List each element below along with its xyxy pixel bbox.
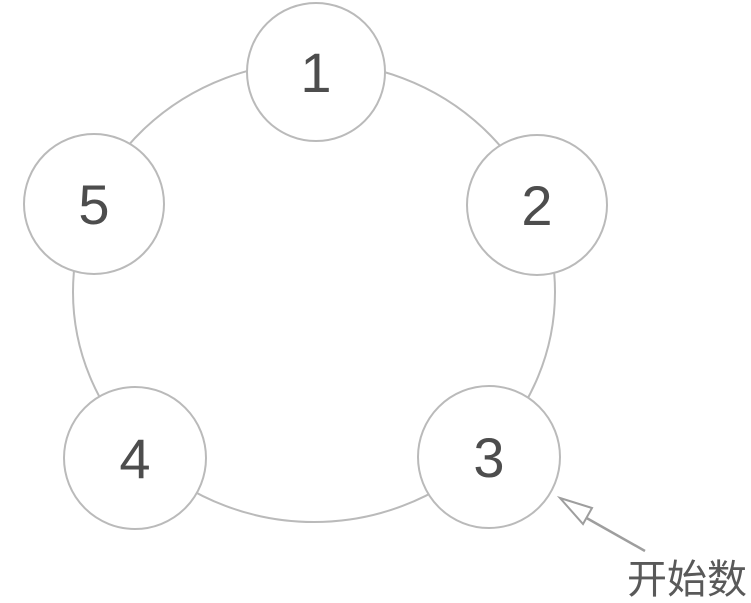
node-4-circle: [63, 386, 207, 530]
node-5-label: 5: [78, 173, 109, 236]
node-3-circle: [417, 385, 561, 529]
start-arrow-shaft: [582, 514, 646, 553]
node-2-circle: [466, 134, 608, 276]
node-2: 2: [466, 134, 608, 276]
start-arrow-head-icon: [556, 495, 594, 526]
node-3-label: 3: [473, 426, 504, 489]
node-1-circle: [246, 2, 386, 142]
node-5-circle: [23, 133, 165, 275]
node-2-label: 2: [521, 174, 552, 237]
node-5: 5: [23, 133, 165, 275]
node-4-label: 4: [119, 427, 150, 490]
start-annotation-label: 开始数: [627, 558, 747, 602]
node-3: 3: [417, 385, 561, 529]
node-1: 1: [246, 2, 386, 142]
node-4: 4: [63, 386, 207, 530]
start-arrow: [556, 495, 646, 553]
node-1-label: 1: [300, 41, 331, 104]
